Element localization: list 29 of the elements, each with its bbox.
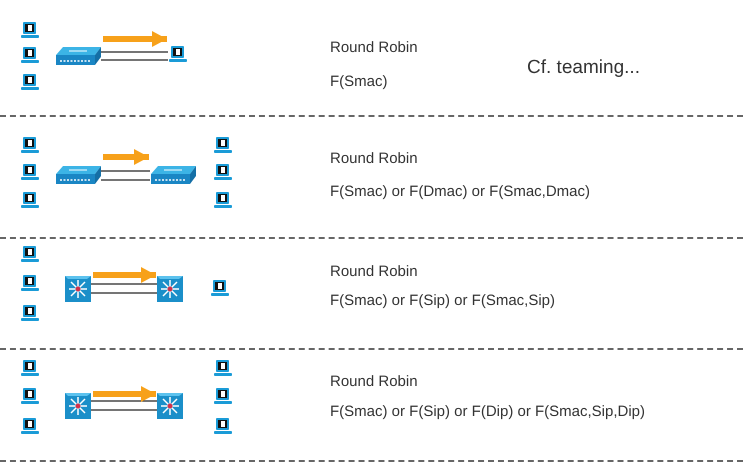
- method-text: Round Robin: [330, 263, 418, 282]
- method-text: Round Robin: [330, 150, 418, 169]
- method-text: F(Smac) or F(Sip) or F(Smac,Sip): [330, 292, 556, 311]
- cable-line: [91, 409, 157, 411]
- cable-line: [101, 170, 150, 172]
- method-text: F(Smac): [330, 73, 388, 92]
- block-arrow: [103, 31, 167, 47]
- cable-line: [101, 59, 168, 61]
- block-arrow: [103, 149, 149, 165]
- method-text: F(Smac) or F(Dmac) or F(Smac,Dmac): [330, 183, 590, 202]
- switch-icon: [150, 165, 196, 185]
- switch-icon: [55, 46, 101, 66]
- cable-line: [101, 179, 150, 181]
- switch-icon: [55, 165, 101, 185]
- note-text: Cf. teaming...: [527, 56, 640, 80]
- cable-line: [91, 283, 157, 285]
- multilayer-switch-icon: [65, 393, 91, 419]
- block-arrow: [93, 267, 156, 283]
- method-text: F(Smac) or F(Sip) or F(Dip) or F(Smac,Sip,Dip): [330, 403, 646, 422]
- cable-line: [91, 292, 157, 294]
- multilayer-switch-icon: [157, 276, 183, 302]
- multilayer-switch-icon: [65, 276, 91, 302]
- method-text: Round Robin: [330, 39, 418, 58]
- multilayer-switch-icon: [157, 393, 183, 419]
- method-text: Round Robin: [330, 373, 418, 392]
- cable-line: [101, 51, 168, 53]
- cable-line: [91, 400, 157, 402]
- block-arrow: [93, 386, 156, 402]
- computer-icon: [168, 45, 188, 65]
